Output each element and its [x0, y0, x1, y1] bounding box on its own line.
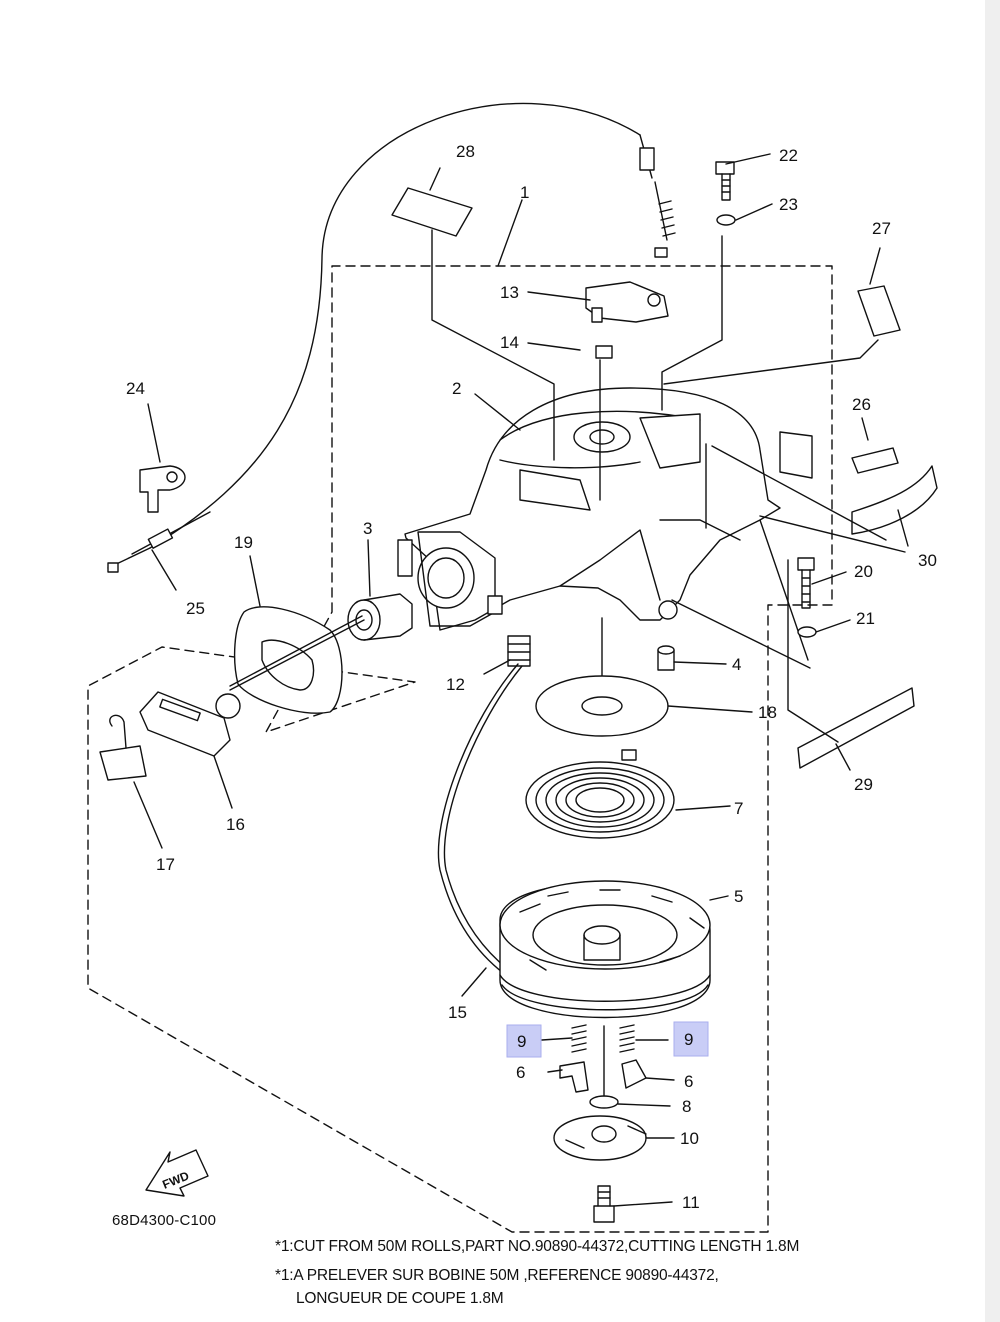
assembly-outline [87, 265, 833, 1233]
part-22-bolt [715, 161, 735, 175]
cable [149, 102, 641, 549]
part-4-collar [657, 645, 675, 671]
callout-12[interactable]: 12 [446, 675, 465, 694]
note-french-line2: LONGUEUR DE COUPE 1.8M [296, 1290, 504, 1307]
callout-11[interactable]: 11 [682, 1193, 700, 1212]
callout-6-right[interactable]: 6 [684, 1072, 693, 1091]
callout-16[interactable]: 16 [226, 815, 245, 834]
callout-2[interactable]: 2 [452, 379, 461, 398]
part-6-pawl-left [559, 1061, 589, 1093]
callout-22[interactable]: 22 [779, 146, 798, 165]
scrollbar-track[interactable] [985, 0, 1000, 1322]
part-24-clip [139, 465, 186, 513]
callout-9-left[interactable]: 9 [517, 1032, 526, 1051]
callout-6-left[interactable]: 6 [516, 1063, 525, 1082]
callout-27[interactable]: 27 [872, 219, 891, 238]
part-12-grommet [507, 635, 531, 667]
callout-29[interactable]: 29 [854, 775, 873, 794]
part-15-rope [437, 663, 519, 979]
callout-8[interactable]: 8 [682, 1097, 691, 1116]
callout-3[interactable]: 3 [363, 519, 372, 538]
callout-17[interactable]: 17 [156, 855, 175, 874]
part-18-plate [535, 675, 669, 737]
callout-14[interactable]: 14 [500, 333, 519, 352]
callout-28[interactable]: 28 [456, 142, 475, 161]
callout-15[interactable]: 15 [448, 1003, 467, 1022]
callout-5[interactable]: 5 [734, 887, 743, 906]
callout-4[interactable]: 4 [732, 655, 741, 674]
part-23-washer [716, 214, 736, 226]
part-17-anchor [99, 745, 147, 781]
part-20-bolt [797, 557, 815, 571]
callout-23[interactable]: 23 [779, 195, 798, 214]
part-9-springs [571, 1024, 635, 1053]
callout-20[interactable]: 20 [854, 562, 873, 581]
part-29-label [797, 687, 915, 769]
part-5-pulley [499, 880, 711, 1019]
part-3-bushing [347, 593, 413, 641]
fwd-arrow [145, 1149, 209, 1197]
callout-26[interactable]: 26 [852, 395, 871, 414]
note-english: *1:CUT FROM 50M ROLLS,PART NO.90890-4437… [275, 1238, 800, 1255]
part-6-pawl-right [621, 1059, 647, 1089]
note-french-line1: *1:A PRELEVER SUR BOBINE 50M ,REFERENCE … [275, 1267, 719, 1284]
callout-13[interactable]: 13 [500, 283, 519, 302]
part-28-label [391, 187, 473, 237]
part-10-plate [553, 1115, 647, 1161]
part-27-label [857, 285, 901, 337]
highlight-9-left [506, 1024, 542, 1058]
callout-19[interactable]: 19 [234, 533, 253, 552]
callout-21[interactable]: 21 [856, 609, 875, 628]
part-21-washer [797, 626, 817, 638]
part-13-bracket [585, 281, 669, 323]
callout-9-right[interactable]: 9 [684, 1030, 693, 1049]
part-30-label [851, 465, 938, 535]
callout-24[interactable]: 24 [126, 379, 145, 398]
callout-7[interactable]: 7 [734, 799, 743, 818]
part-25-cable-end [131, 511, 211, 555]
part-11-bolt [593, 1185, 615, 1223]
callout-25[interactable]: 25 [186, 599, 205, 618]
part-26-label [851, 447, 899, 474]
callout-10[interactable]: 10 [680, 1129, 699, 1148]
callout-30[interactable]: 30 [918, 551, 937, 570]
callout-18[interactable]: 18 [758, 703, 777, 722]
part-7-spring [525, 749, 675, 839]
callout-1[interactable]: 1 [520, 183, 529, 202]
highlight-9-right [673, 1021, 709, 1057]
drawing-code: 68D4300-C100 [112, 1212, 217, 1229]
part-8-clip [589, 1095, 619, 1109]
